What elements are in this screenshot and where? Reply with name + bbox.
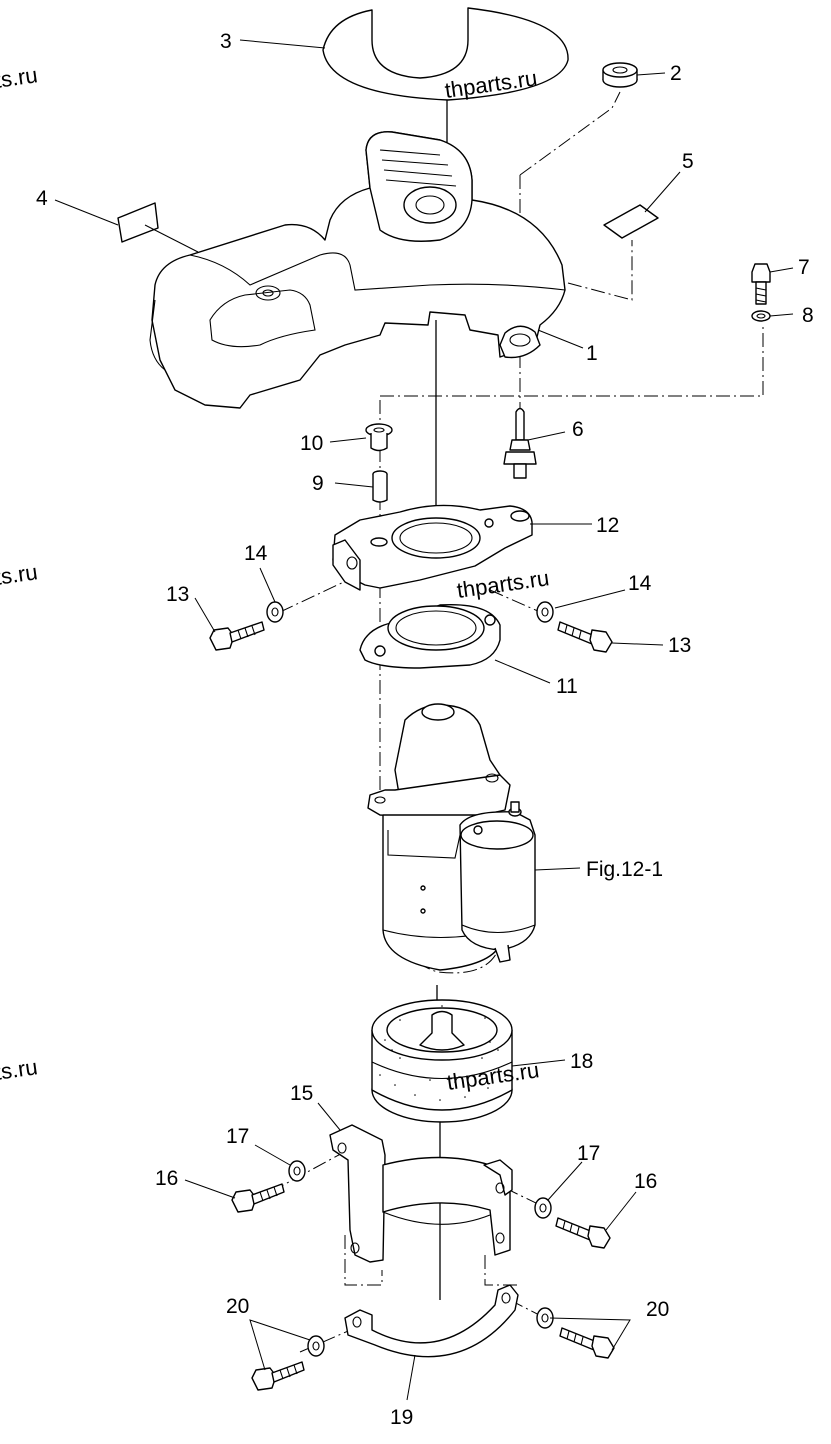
callout-7: 7 [798, 256, 810, 279]
part-4-label [117, 202, 159, 243]
part-3-cover-disc [322, 7, 569, 101]
callout-14-left: 14 [244, 542, 268, 565]
part-12-flange-bracket [332, 504, 533, 591]
watermark: thparts.ru [455, 565, 551, 603]
callout-9: 9 [312, 472, 324, 495]
part-1-silencer-cover [149, 131, 566, 409]
part-19-strap [344, 1284, 519, 1358]
callout-17-left: 17 [226, 1125, 249, 1148]
part-15-bracket [329, 1124, 513, 1263]
callout-4: 4 [36, 187, 48, 210]
part-11-gasket [359, 603, 501, 669]
callout-8: 8 [802, 304, 814, 327]
callout-16-left: 16 [155, 1167, 178, 1190]
callout-12: 12 [596, 514, 619, 537]
part-8-washer [751, 310, 771, 322]
part-13-bolt-left [209, 621, 265, 651]
part-20-bolt-left [251, 1361, 305, 1391]
callout-13-left: 13 [166, 583, 189, 606]
callout-2: 2 [670, 62, 682, 85]
vent-slots [379, 149, 457, 187]
callout-18: 18 [570, 1050, 593, 1073]
watermark: ts.ru [0, 559, 39, 590]
part-16-bolt-left [231, 1183, 285, 1213]
part-13-bolt-right [557, 621, 613, 653]
part-9-sleeve [372, 470, 388, 503]
part-14-washer-left [266, 601, 284, 623]
callout-5: 5 [682, 150, 694, 173]
callout-6: 6 [572, 418, 584, 441]
part-18-cushion [371, 999, 513, 1123]
figure-reference: Fig.12-1 [586, 858, 663, 881]
callout-15: 15 [290, 1082, 313, 1105]
callout-10: 10 [300, 432, 323, 455]
callout-16-right: 16 [634, 1170, 657, 1193]
callout-17-right: 17 [577, 1142, 600, 1165]
part-2-grommet [602, 62, 638, 88]
callout-3: 3 [220, 30, 232, 53]
callout-20-right: 20 [646, 1298, 669, 1321]
part-17-washer-right [534, 1197, 552, 1219]
part-6-nipple [503, 407, 537, 479]
callout-20-left: 20 [226, 1295, 249, 1318]
leader-lines [54, 39, 794, 1401]
part-17-washer-left [288, 1160, 306, 1182]
part-20-washer-left [307, 1335, 325, 1357]
cushion-texture [379, 1005, 506, 1101]
callouts: 1 2 3 4 5 6 7 8 9 10 11 12 13 13 14 14 1… [36, 30, 814, 1429]
callout-14-right: 14 [628, 572, 652, 595]
callout-13-right: 13 [668, 634, 691, 657]
callout-1: 1 [586, 342, 598, 365]
part-5-label [603, 204, 659, 239]
watermark: ts.ru [0, 62, 39, 93]
part-10-collar [365, 423, 393, 452]
part-14-washer-right [536, 601, 554, 623]
part-20-bolt-right [559, 1327, 615, 1359]
part-7-bolt [751, 263, 771, 305]
starter-motor [367, 703, 536, 971]
watermark: ts.ru [0, 1054, 39, 1085]
part-16-bolt-right [555, 1217, 611, 1249]
callout-11: 11 [556, 675, 578, 698]
callout-19: 19 [390, 1406, 413, 1429]
